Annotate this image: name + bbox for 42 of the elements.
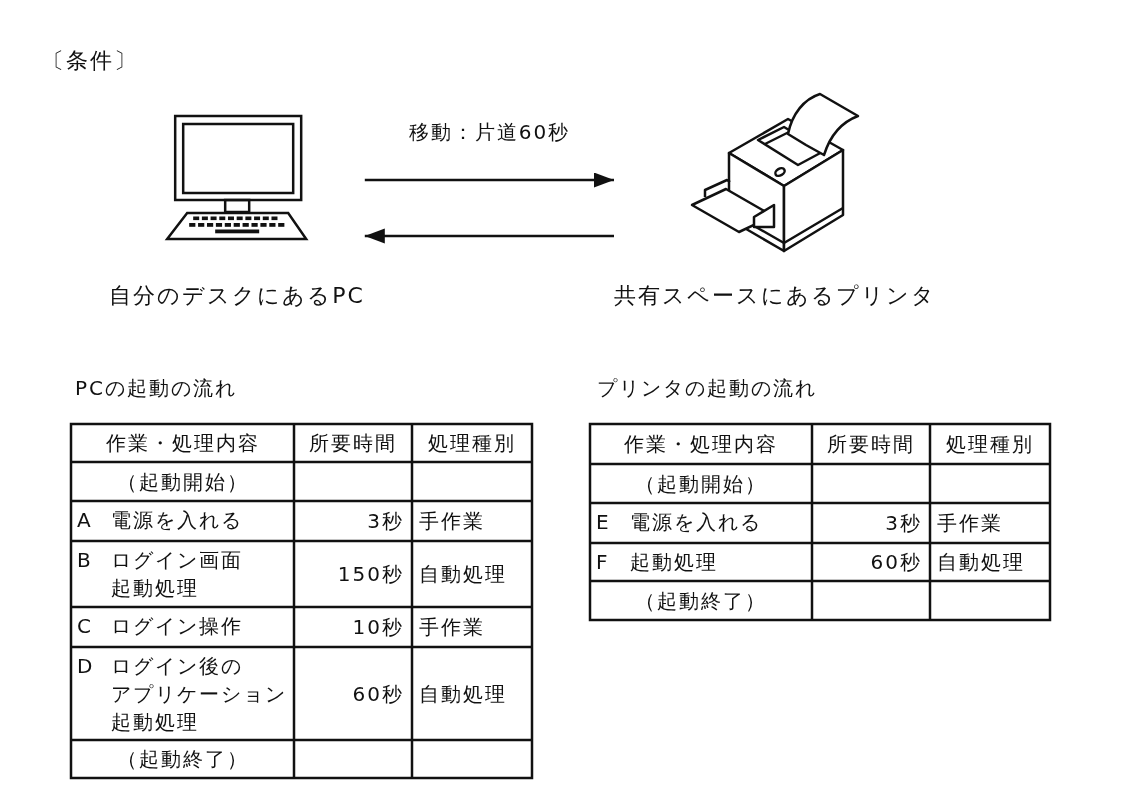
process-type: 自動処理 <box>419 680 507 708</box>
duration-value: 3秒 <box>367 508 404 535</box>
table-heading: PCの起動の流れ <box>75 375 238 402</box>
step-description: 起動処理 <box>630 549 718 576</box>
step-letter: C <box>77 613 93 640</box>
step-letter: B <box>77 547 93 574</box>
row-label: （起動開始） <box>116 468 249 496</box>
step-description: 電源を入れる <box>111 507 243 534</box>
process-type: 手作業 <box>419 508 485 535</box>
column-header: 所要時間 <box>827 431 915 458</box>
table-heading: プリンタの起動の流れ <box>597 375 817 402</box>
step-description: ログイン画面起動処理 <box>111 547 244 602</box>
step-letter: D <box>77 653 95 680</box>
process-type: 自動処理 <box>937 549 1025 576</box>
step-description: 電源を入れる <box>630 509 762 536</box>
duration-value: 150秒 <box>337 561 404 588</box>
duration-value: 60秒 <box>352 680 404 708</box>
column-header: 処理種別 <box>946 431 1034 458</box>
edge-label: 移動：片道60秒 <box>408 119 571 146</box>
process-type: 自動処理 <box>419 561 507 588</box>
step-description: ログイン操作 <box>111 613 243 640</box>
column-header: 作業・処理内容 <box>624 431 778 458</box>
node-label: 共有スペースにあるプリンタ <box>614 282 936 310</box>
row-label: （起動終了） <box>635 587 767 615</box>
row-label: （起動終了） <box>116 746 249 773</box>
arrow <box>364 228 614 244</box>
step-description: ログイン後のアプリケーション起動処理 <box>111 653 288 736</box>
process-type: 手作業 <box>937 510 1003 537</box>
step-letter: F <box>596 549 610 576</box>
column-header: 作業・処理内容 <box>105 430 260 457</box>
title: 〔条件〕 <box>42 47 138 75</box>
duration-value: 3秒 <box>885 510 922 537</box>
step-letter: A <box>77 507 93 534</box>
column-header: 処理種別 <box>428 430 516 457</box>
column-header: 所要時間 <box>309 430 397 457</box>
row-label: （起動開始） <box>635 470 767 498</box>
duration-value: 10秒 <box>352 614 404 641</box>
process-type: 手作業 <box>419 614 485 641</box>
arrow <box>364 172 614 188</box>
step-letter: E <box>596 509 611 536</box>
duration-value: 60秒 <box>870 549 922 576</box>
node-label: 自分のデスクにあるPC <box>109 282 365 310</box>
